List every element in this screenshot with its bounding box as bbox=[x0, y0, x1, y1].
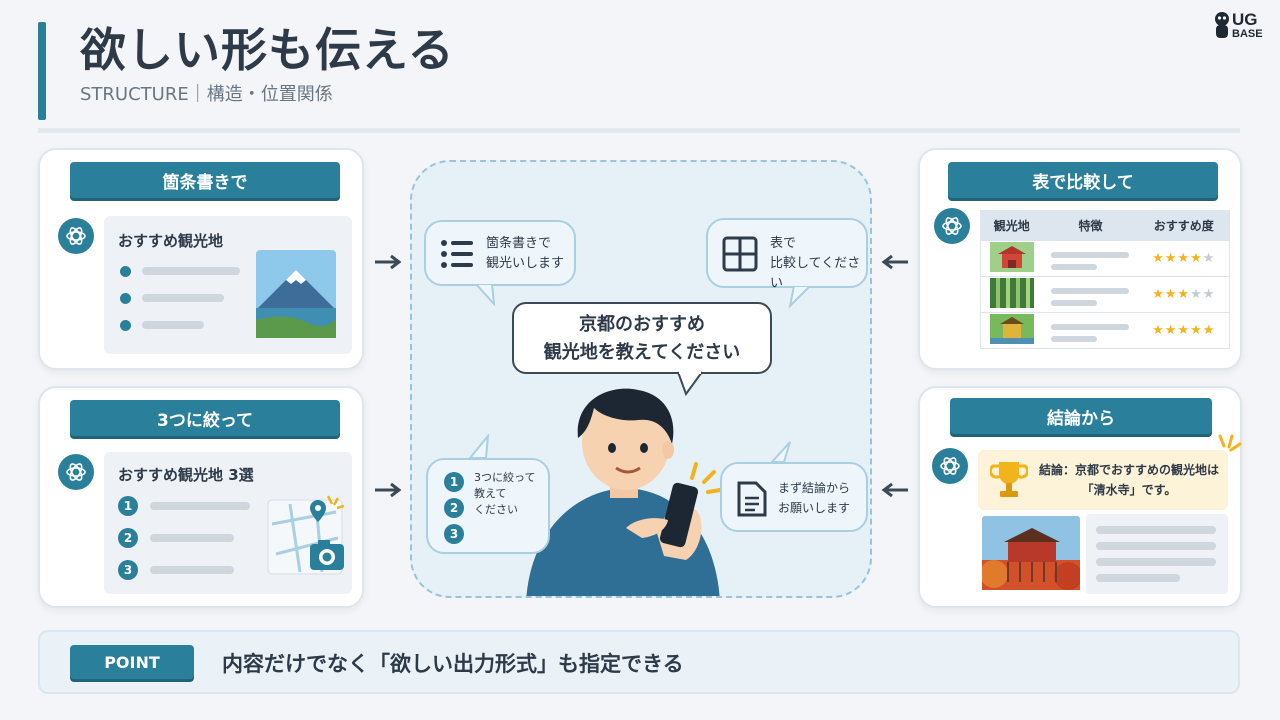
ug-base-logo: UG BASE bbox=[1212, 10, 1272, 44]
comparison-table: 観光地 特徴 おすすめ度 ★★★★★ ★★★★★ ★★★★★ bbox=[980, 210, 1230, 349]
logo-text-ug: UG bbox=[1232, 10, 1258, 29]
number-badge-3: 3 bbox=[444, 524, 464, 544]
document-icon bbox=[737, 481, 767, 517]
request-bubble-table: 表で 比較してください bbox=[706, 218, 868, 291]
logo-text-base: BASE bbox=[1232, 28, 1263, 40]
number-badge-2: 2 bbox=[118, 528, 138, 548]
map-camera-image bbox=[267, 495, 345, 575]
number-badge-3: 3 bbox=[118, 560, 138, 580]
bubble-text: 表で 比較してください bbox=[770, 236, 861, 291]
conclusion-text: 結論：京都でおすすめの観光地は 「清水寺」です。 bbox=[1038, 463, 1219, 497]
table-header-row: 観光地 特徴 おすすめ度 bbox=[980, 210, 1230, 241]
request-bubble-top3: 1 2 3 3つに絞って 教えて ください bbox=[426, 458, 550, 554]
top3-example-card: 3つに絞って おすすめ観光地 3選 1 2 3 bbox=[38, 386, 364, 608]
detail-text-placeholder bbox=[1096, 574, 1180, 582]
request-bubble-conclusion: まず結論から お願いします bbox=[720, 462, 868, 532]
sparkle-icon bbox=[1218, 434, 1242, 452]
bubble-tail bbox=[468, 434, 490, 459]
bubble-text: 箇条書きで 観光いします bbox=[486, 236, 565, 271]
top3-card-label: 3つに絞って bbox=[70, 400, 340, 436]
top3-panel-title: おすすめ観光地 3選 bbox=[118, 466, 254, 484]
header-divider bbox=[38, 128, 1240, 133]
arrow-right-icon bbox=[375, 254, 402, 270]
bubble-text: 3つに絞って 教えて ください bbox=[474, 471, 536, 516]
point-text: 内容だけでなく「欲しい出力形式」も指定できる bbox=[222, 652, 684, 676]
bullet-text-placeholder bbox=[142, 321, 204, 329]
column-header-feature: 特徴 bbox=[1042, 210, 1139, 241]
list-icon bbox=[441, 240, 473, 268]
bullets-card-label: 箇条書きで bbox=[70, 162, 340, 198]
table-icon bbox=[722, 236, 758, 272]
list-text-placeholder bbox=[150, 534, 234, 542]
chatgpt-icon bbox=[58, 218, 94, 254]
conclusion-detail-panel bbox=[1086, 514, 1228, 594]
detail-text-placeholder bbox=[1096, 558, 1216, 566]
bullets-panel-title: おすすめ観光地 bbox=[118, 232, 224, 250]
main-question-bubble: 京都のおすすめ 観光地を教えてください bbox=[512, 302, 772, 374]
number-badge-1: 1 bbox=[444, 472, 464, 492]
rating-stars: ★★★★★ bbox=[1138, 312, 1230, 349]
person-with-smartphone-illustration bbox=[526, 388, 722, 596]
conclusion-card-label: 結論から bbox=[950, 398, 1212, 434]
list-text-placeholder bbox=[150, 566, 234, 574]
bullet-dot bbox=[120, 293, 131, 304]
bullet-dot bbox=[120, 320, 131, 331]
table-row: ★★★★★ bbox=[980, 240, 1230, 277]
page-subtitle: STRUCTURE｜構造・位置関係 bbox=[80, 84, 333, 105]
column-header-spot: 観光地 bbox=[980, 210, 1043, 241]
list-text-placeholder bbox=[150, 502, 250, 510]
trophy-icon bbox=[990, 462, 1028, 497]
conclusion-box: 結論：京都でおすすめの観光地は 「清水寺」です。 bbox=[978, 450, 1228, 510]
table-example-card: 表で比較して 観光地 特徴 おすすめ度 ★★★★★ ★★★★★ ★★★★★ bbox=[918, 148, 1242, 370]
kiyomizu-temple-image bbox=[982, 516, 1080, 590]
chatgpt-icon bbox=[934, 208, 970, 244]
mount-fuji-lake-image bbox=[256, 250, 336, 338]
bullets-example-card: 箇条書きで おすすめ観光地 bbox=[38, 148, 364, 370]
request-bubble-bullets: 箇条書きで 観光いします bbox=[424, 220, 576, 286]
main-question-text: 京都のおすすめ 観光地を教えてください bbox=[543, 314, 741, 363]
red-temple-image bbox=[989, 242, 1034, 272]
bullets-answer-panel: おすすめ観光地 bbox=[104, 216, 352, 354]
point-tag: POINT bbox=[70, 645, 194, 679]
table-row: ★★★★★ bbox=[980, 276, 1230, 313]
logo-mascot-icon bbox=[1215, 12, 1229, 38]
table-row: ★★★★★ bbox=[980, 312, 1230, 349]
bamboo-forest-image bbox=[989, 278, 1034, 308]
bubble-tail bbox=[788, 286, 812, 308]
number-badge-2: 2 bbox=[444, 498, 464, 518]
bullet-text-placeholder bbox=[142, 294, 224, 302]
bullet-text-placeholder bbox=[142, 267, 240, 275]
detail-text-placeholder bbox=[1096, 542, 1216, 550]
arrow-left-icon bbox=[881, 254, 908, 270]
number-badge-1: 1 bbox=[118, 496, 138, 516]
chatgpt-icon bbox=[932, 448, 968, 484]
rating-stars: ★★★★★ bbox=[1138, 240, 1230, 277]
arrow-right-icon bbox=[375, 482, 402, 498]
point-summary-bar: POINT 内容だけでなく「欲しい出力形式」も指定できる bbox=[38, 630, 1240, 694]
main-bubble-tail bbox=[677, 370, 703, 396]
arrow-left-icon bbox=[881, 482, 908, 498]
rating-stars: ★★★★★ bbox=[1138, 276, 1230, 313]
bubble-tail bbox=[476, 284, 496, 306]
title-accent-bar bbox=[38, 22, 46, 120]
bubble-tail bbox=[769, 441, 791, 463]
table-card-label: 表で比較して bbox=[948, 162, 1218, 198]
bullet-dot bbox=[120, 266, 131, 277]
page-title: 欲しい形も伝える bbox=[80, 23, 455, 77]
golden-pavilion-image bbox=[989, 314, 1034, 344]
chatgpt-icon bbox=[58, 454, 94, 490]
detail-text-placeholder bbox=[1096, 526, 1216, 534]
center-illustration-panel: 箇条書きで 観光いします 表で 比較してください 京都のおすすめ 観光地を教えて… bbox=[410, 160, 872, 598]
column-header-rating: おすすめ度 bbox=[1138, 210, 1230, 241]
top3-answer-panel: おすすめ観光地 3選 1 2 3 bbox=[104, 452, 352, 594]
bubble-text: まず結論から お願いします bbox=[778, 481, 851, 515]
